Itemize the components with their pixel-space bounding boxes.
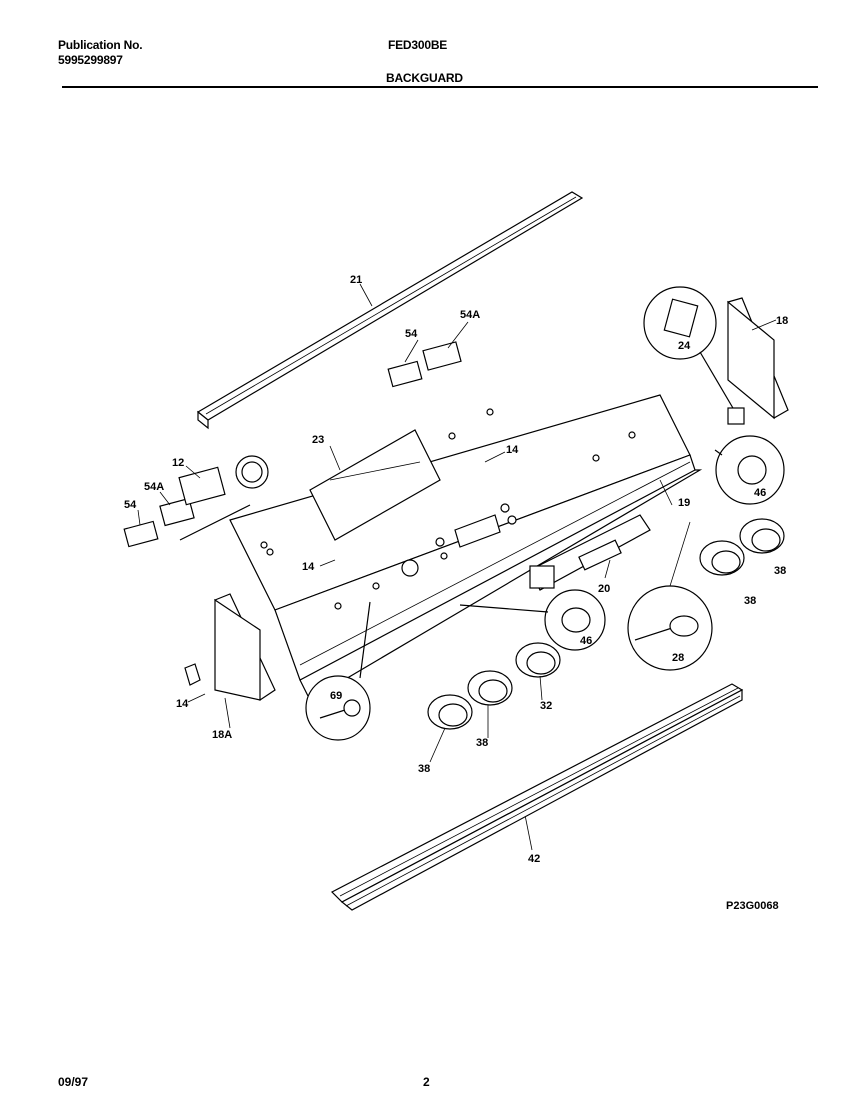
callout-23: 23 (312, 434, 324, 446)
detail-circle-46-mid (459, 589, 606, 651)
callout-19: 19 (678, 497, 690, 509)
left-switches (123, 455, 269, 548)
callout-46-mid: 46 (580, 635, 592, 647)
callout-18: 18 (776, 315, 788, 327)
detail-circle-28 (627, 585, 713, 671)
left-end-bracket (184, 593, 276, 701)
callout-14-bottom: 14 (176, 698, 189, 710)
callout-28: 28 (672, 652, 684, 664)
callout-32: 32 (540, 700, 552, 712)
footer-date: 09/97 (58, 1075, 89, 1089)
top-trim-strip (196, 191, 584, 430)
right-knobs (699, 518, 785, 576)
callout-14-mid: 14 (506, 444, 519, 456)
right-end-bracket (727, 297, 789, 420)
callout-38-right-a: 38 (774, 565, 786, 577)
callout-24: 24 (678, 340, 691, 352)
header-rule (62, 86, 818, 88)
callout-54a-top: 54A (460, 309, 480, 321)
callout-21: 21 (350, 274, 362, 286)
publication-label: Publication No. (58, 38, 143, 52)
footer-page-number: 2 (423, 1075, 430, 1089)
callout-69: 69 (330, 690, 342, 702)
top-switches (387, 341, 462, 388)
model-number: FED300BE (388, 38, 448, 52)
figure-code: P23G0068 (726, 900, 779, 912)
callout-42: 42 (528, 853, 540, 865)
leader-lines (137, 283, 777, 851)
callout-54-top: 54 (405, 328, 418, 340)
switch-assembly (529, 514, 651, 591)
bottom-knobs (427, 642, 561, 730)
callout-38-right-b: 38 (744, 595, 756, 607)
backguard-panel (229, 394, 703, 701)
callout-12: 12 (172, 457, 184, 469)
section-title: BACKGUARD (386, 71, 463, 85)
callout-38-mid: 38 (476, 737, 488, 749)
callout-38-low: 38 (418, 763, 430, 775)
callout-54a-left: 54A (144, 481, 164, 493)
bottom-trim-strip (330, 683, 744, 911)
callout-46-right: 46 (754, 487, 766, 499)
detail-circle-46-right (714, 435, 785, 505)
callout-54-left: 54 (124, 499, 137, 511)
publication-number: 5995299897 (58, 53, 123, 67)
panel-holes (260, 408, 636, 610)
callout-14-left: 14 (302, 561, 315, 573)
detail-circle-24 (643, 286, 745, 425)
detail-circle-69 (305, 601, 371, 741)
callout-18a: 18A (212, 729, 232, 741)
callout-20: 20 (598, 583, 610, 595)
